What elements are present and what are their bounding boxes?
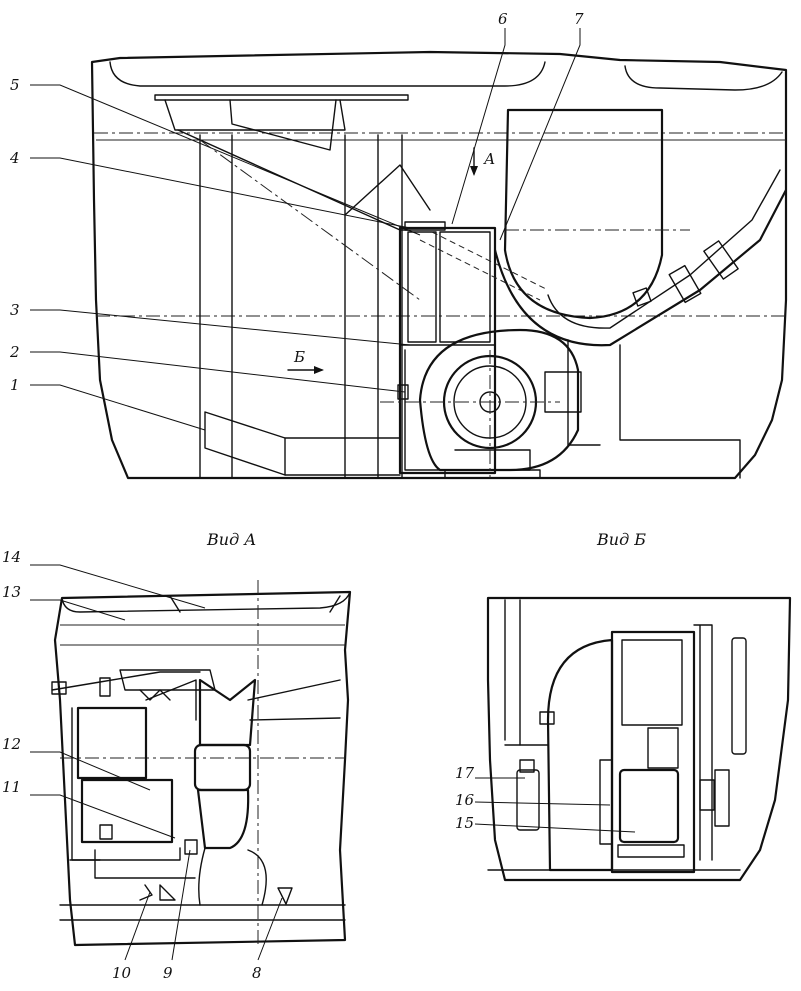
fan-housing-b — [546, 638, 614, 872]
leader-15 — [474, 823, 636, 833]
callout-2: 2 — [9, 343, 20, 361]
callout-1: 1 — [10, 376, 20, 394]
leader-14 — [30, 564, 206, 609]
leader-9 — [171, 849, 191, 961]
fan-outlet — [544, 371, 582, 413]
callout-12: 12 — [2, 735, 21, 753]
callout-3: 3 — [10, 301, 20, 319]
callout-4: 4 — [9, 149, 20, 167]
direction-label-b: Б — [293, 348, 305, 366]
duct-sleeve — [193, 743, 252, 792]
heater-cabinet — [398, 226, 497, 475]
leader-2 — [30, 351, 406, 393]
callout-16: 16 — [455, 791, 475, 809]
view-a-title: Вид А — [206, 530, 256, 549]
filter-b — [516, 769, 540, 831]
leader-4 — [30, 157, 411, 229]
bracket — [204, 411, 286, 476]
direction-label-a: А — [483, 150, 495, 168]
heater-cabinet-b — [610, 630, 696, 874]
leader-3 — [30, 309, 411, 346]
fan-housing — [418, 328, 580, 472]
motor-b — [618, 768, 680, 844]
callout-15: 15 — [455, 814, 474, 832]
callout-9: 9 — [163, 964, 173, 982]
leader-13 — [30, 599, 126, 621]
leader-6 — [451, 28, 506, 225]
duct-elbow — [196, 788, 250, 850]
main-view — [30, 28, 788, 480]
duct-inlet — [198, 678, 257, 747]
view-b-outline — [486, 596, 792, 882]
callout-7: 7 — [574, 10, 584, 28]
leader-11 — [30, 794, 176, 839]
upper-deck-left — [109, 61, 546, 87]
leader-10 — [124, 891, 151, 961]
view-b — [474, 596, 792, 882]
callout-6: 6 — [498, 10, 508, 28]
pipe — [404, 349, 446, 471]
leader-5 — [30, 84, 421, 236]
large-tank — [503, 108, 664, 320]
callout-13: 13 — [2, 583, 21, 601]
motor-base — [444, 469, 541, 479]
callout-10: 10 — [112, 964, 132, 982]
leader-8 — [257, 897, 283, 961]
callout-5: 5 — [10, 76, 20, 94]
pipe-b — [693, 624, 713, 861]
leader-12 — [30, 751, 151, 791]
view-b-title: Вид Б — [596, 530, 646, 549]
exhaust-duct — [493, 189, 787, 347]
callout-17: 17 — [455, 764, 475, 782]
top-plate — [154, 94, 409, 101]
heater-upper — [76, 706, 148, 780]
compartment-outline — [90, 50, 788, 480]
callout-8: 8 — [252, 964, 262, 982]
leader-7 — [499, 28, 581, 241]
flange-b — [731, 637, 747, 755]
callout-11: 11 — [2, 778, 21, 796]
view-a-outline — [53, 590, 352, 947]
heater-lower — [80, 778, 174, 844]
callout-14: 14 — [2, 548, 21, 566]
upper-deck-right — [624, 65, 783, 91]
leader-1 — [30, 384, 206, 431]
view-a — [30, 564, 352, 961]
leader-16 — [474, 801, 611, 806]
